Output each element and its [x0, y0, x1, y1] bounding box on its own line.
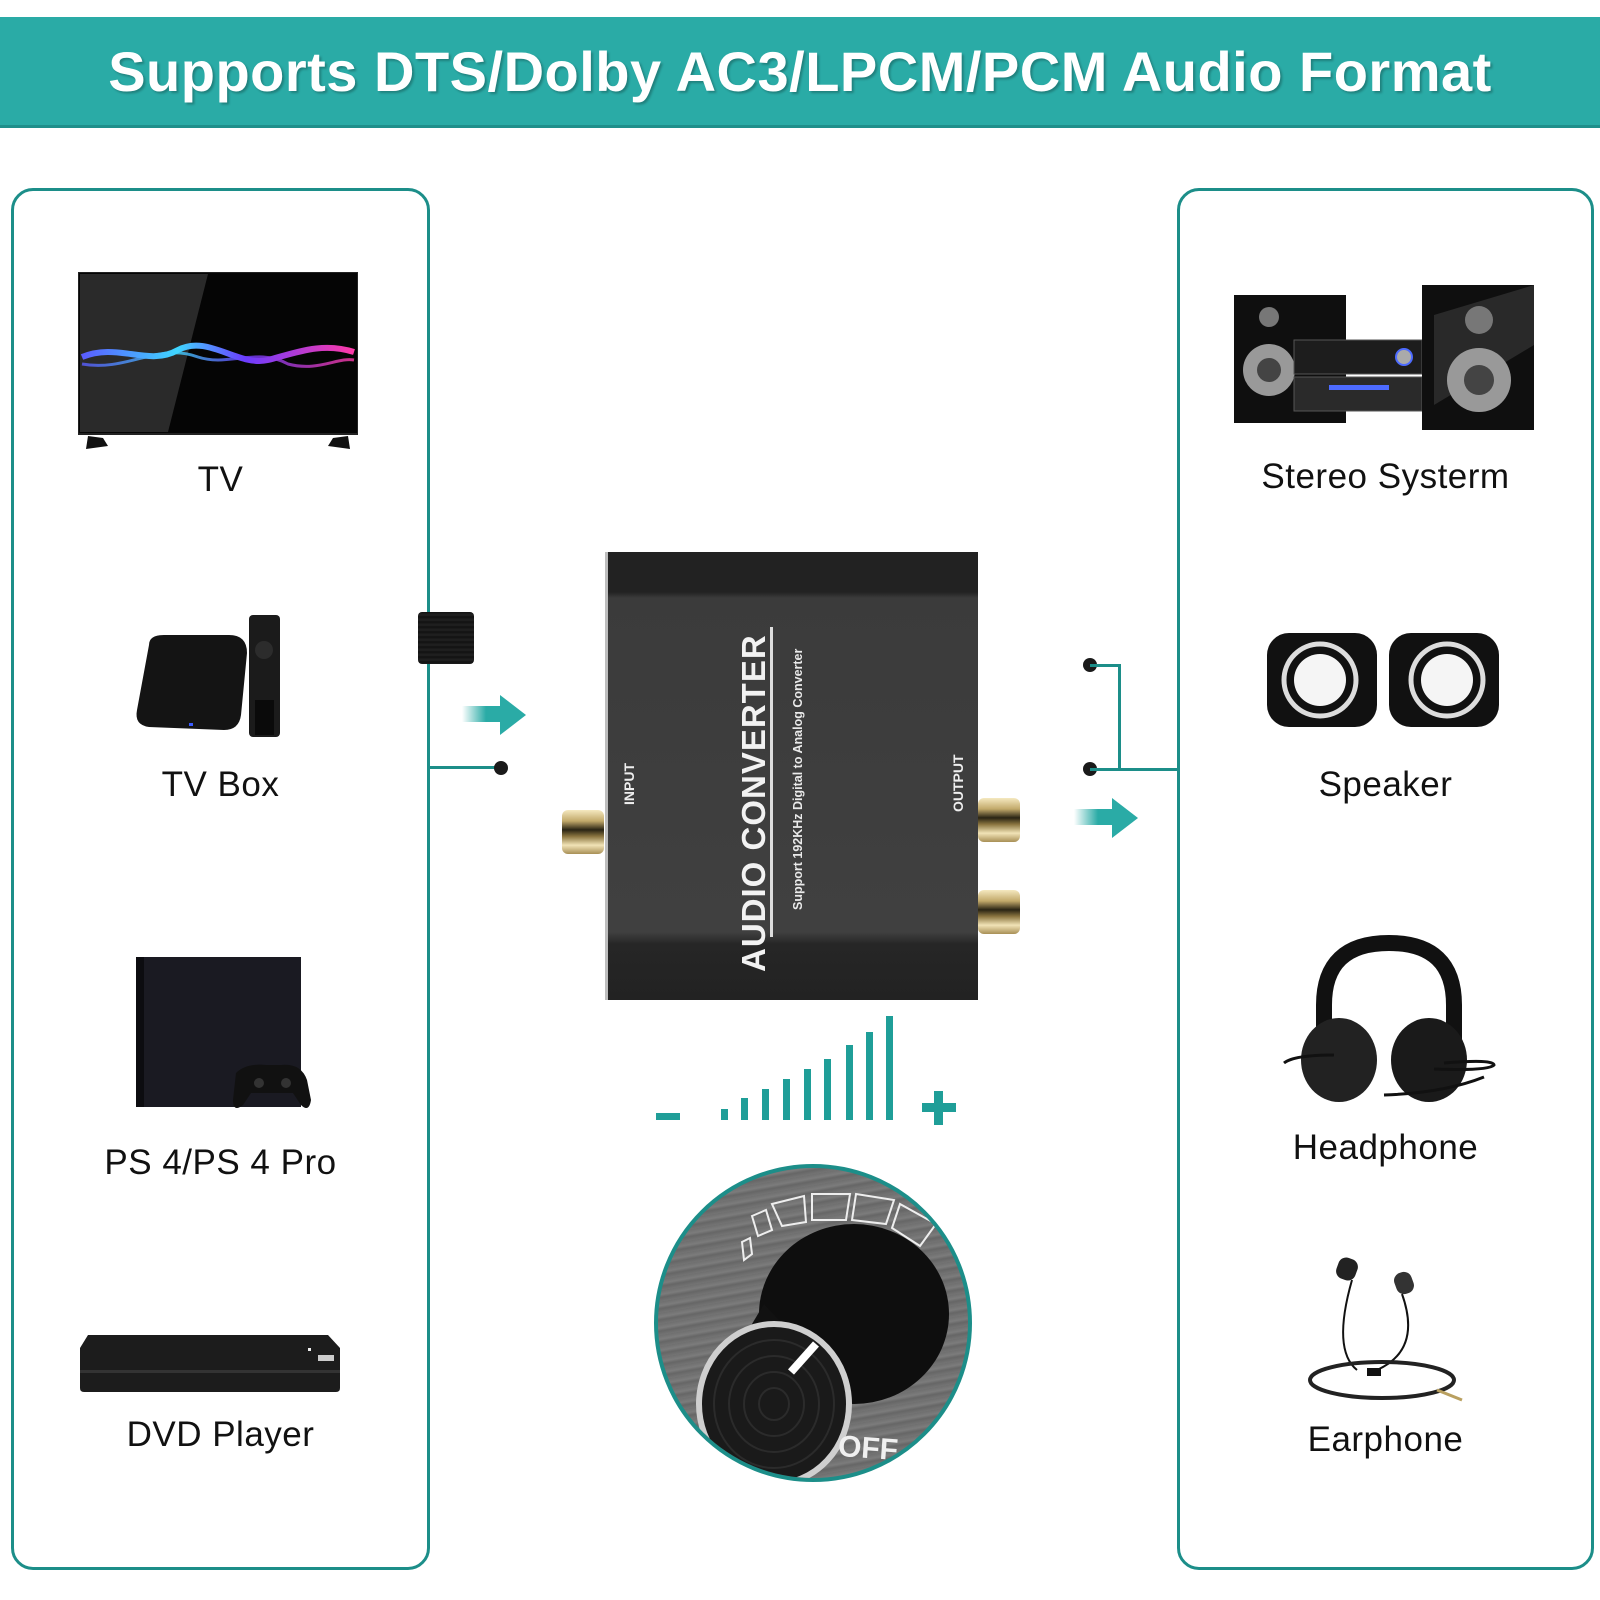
input-connector-dot — [494, 761, 508, 775]
device-tv: TV — [11, 270, 430, 510]
device-tv-box: TV Box — [11, 610, 430, 810]
device-dvd-player: DVD Player — [11, 1330, 430, 1470]
optical-input-port — [562, 810, 604, 854]
input-arrow-icon — [462, 695, 526, 735]
dvd-player-label: DVD Player — [126, 1415, 315, 1454]
rca-output-port-left — [978, 798, 1020, 842]
tv-label: TV — [197, 460, 244, 499]
volume-bar — [721, 1109, 728, 1120]
ps4-label: PS 4/PS 4 Pro — [104, 1143, 337, 1182]
volume-bar — [783, 1079, 790, 1120]
volume-knob-icon — [696, 1192, 949, 1478]
volume-minus-icon — [656, 1113, 680, 1120]
volume-knob-small — [418, 612, 474, 664]
volume-bar — [804, 1069, 811, 1120]
device-earphone: Earphone — [1177, 1250, 1594, 1480]
input-connector-line — [428, 766, 500, 769]
volume-bar — [866, 1032, 873, 1120]
headphone-label: Headphone — [1292, 1128, 1479, 1167]
converter-title: AUDIO CONVERTER — [735, 634, 772, 972]
tv-box-icon — [136, 615, 280, 737]
rca-output-port-right — [978, 890, 1020, 934]
volume-bar — [741, 1098, 748, 1120]
audio-converter-device: AUDIO CONVERTER Support 192KHz Digital t… — [560, 552, 1020, 1002]
converter-output-label: OUTPUT — [950, 754, 966, 812]
converter-subtitle: Support 192KHz Digital to Analog Convert… — [791, 648, 805, 910]
game-console-icon — [136, 957, 311, 1109]
stereo-system-label: Stereo Systerm — [1261, 457, 1510, 496]
converter-input-label: INPUT — [621, 763, 637, 805]
speaker-label: Speaker — [1318, 765, 1453, 804]
device-headphone: Headphone — [1177, 935, 1594, 1167]
converter-divider — [770, 627, 773, 937]
device-ps4: PS 4/PS 4 Pro — [11, 955, 430, 1185]
stereo-system-icon — [1234, 285, 1534, 430]
output-arrow-icon — [1074, 798, 1138, 838]
device-stereo-system: Stereo Systerm — [1177, 285, 1594, 505]
headphone-icon — [1283, 935, 1496, 1102]
tv-icon — [78, 272, 358, 449]
banner-title: Supports DTS/Dolby AC3/LPCM/PCM Audio Fo… — [108, 39, 1492, 103]
converter-body — [605, 552, 978, 1000]
output-connector-line-top — [1090, 664, 1120, 667]
volume-bar — [824, 1059, 831, 1120]
volume-bar — [886, 1016, 893, 1120]
volume-plus-icon — [922, 1091, 956, 1125]
device-speaker: Speaker — [1177, 625, 1594, 805]
header-banner: Supports DTS/Dolby AC3/LPCM/PCM Audio Fo… — [0, 17, 1600, 128]
earphone-label: Earphone — [1307, 1420, 1464, 1459]
tv-box-label: TV Box — [161, 765, 280, 804]
speaker-icon — [1267, 633, 1499, 727]
volume-knob-closeup: OFF — [654, 1164, 972, 1482]
knob-off-label: OFF — [836, 1429, 900, 1468]
output-connector-line-bottom — [1090, 768, 1178, 771]
earphone-icon — [1308, 1257, 1463, 1402]
dvd-player-icon — [80, 1335, 340, 1392]
volume-bar — [846, 1045, 853, 1120]
volume-bar — [762, 1089, 769, 1120]
output-connector-line-vertical — [1118, 664, 1121, 770]
